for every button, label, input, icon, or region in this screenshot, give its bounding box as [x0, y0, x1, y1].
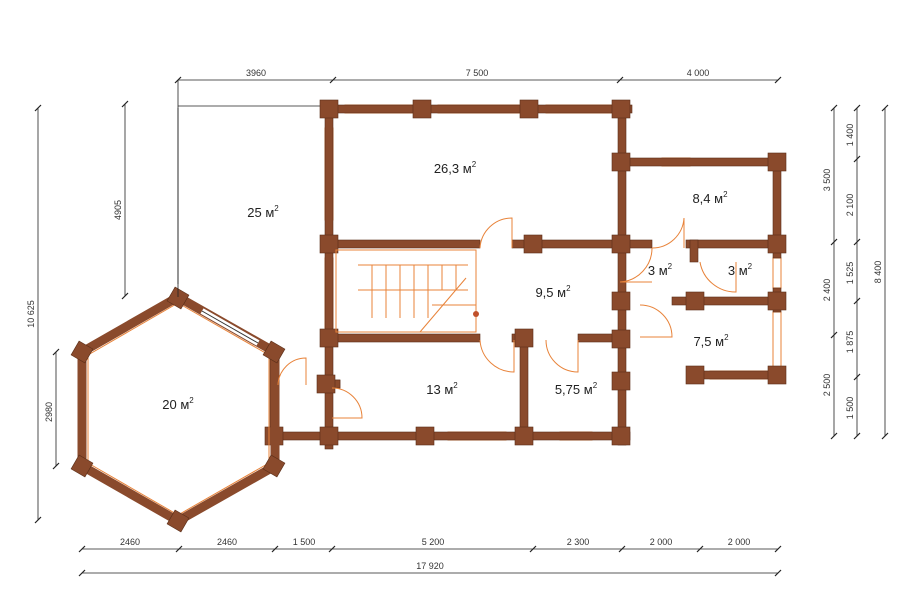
dim-top-1: 3960	[246, 68, 266, 78]
room-label-3: 8,4 м2	[692, 190, 728, 206]
dim-top-3: 4 000	[687, 68, 710, 78]
dim-right-mid-4: 1 875	[845, 331, 855, 354]
room-label-8: 20 м2	[162, 396, 194, 412]
dim-left-3: 2980	[44, 402, 54, 422]
dim-bottom-3: 1 500	[293, 537, 316, 547]
dim-right-outer: 8 400	[873, 261, 883, 284]
room-labels: 26,3 м2 25 м2 8,4 м2 9,5 м2 3 м2 3 м2 7,…	[162, 160, 752, 412]
room-label-2: 25 м2	[247, 204, 279, 220]
walls	[264, 99, 787, 450]
room-label-6: 3 м2	[728, 262, 753, 278]
dim-right-mid-5: 1 500	[845, 397, 855, 420]
room-label-7: 7,5 м2	[693, 333, 729, 349]
room-label-9: 13 м2	[426, 381, 458, 397]
dim-right-inner-1: 3 500	[822, 169, 832, 192]
staircase	[335, 249, 479, 333]
dim-right-inner-3: 2 500	[822, 374, 832, 397]
stair-marker	[473, 311, 479, 317]
dimensions-bottom: 2460 2460 1 500 5 200 2 300 2 000 2 000 …	[78, 537, 782, 577]
dim-bottom-1: 2460	[120, 537, 140, 547]
dim-left-2: 4905	[113, 200, 123, 220]
dim-right-mid-2: 2 100	[845, 194, 855, 217]
hexagon-room	[70, 108, 286, 533]
dim-top-2: 7 500	[466, 68, 489, 78]
room-label-4: 9,5 м2	[535, 284, 571, 300]
room-label-5: 3 м2	[648, 262, 673, 278]
dim-right-mid-1: 1 400	[845, 124, 855, 147]
dimensions-left: 10 625 4905 2980	[26, 100, 129, 524]
dim-bottom-5: 2 300	[567, 537, 590, 547]
dim-bottom-7: 2 000	[728, 537, 751, 547]
dim-bottom-total: 17 920	[416, 561, 444, 571]
dim-left-total: 10 625	[26, 300, 36, 328]
dim-right-mid-3: 1 525	[845, 262, 855, 285]
dim-bottom-2: 2460	[217, 537, 237, 547]
room-label-1: 26,3 м2	[434, 160, 477, 176]
dim-right-inner-2: 2 400	[822, 279, 832, 302]
windows	[324, 104, 782, 441]
room-label-10: 5,75 м2	[555, 381, 598, 397]
dim-bottom-6: 2 000	[650, 537, 673, 547]
dimensions-right: 3 500 2 400 2 500 1 400 2 100 1 525 1 87…	[822, 104, 889, 440]
dim-bottom-4: 5 200	[422, 537, 445, 547]
doors	[277, 217, 737, 419]
